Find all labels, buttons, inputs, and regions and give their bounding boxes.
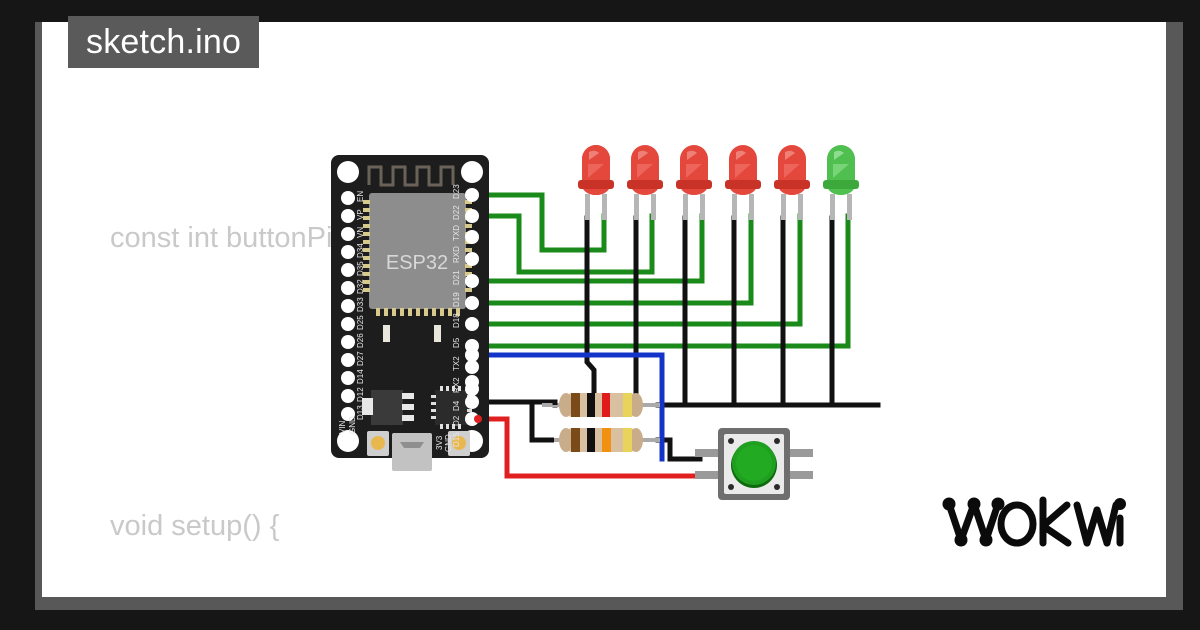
en-button[interactable]	[448, 431, 470, 456]
esp32-shield	[369, 193, 466, 309]
wire-group-power	[481, 416, 703, 479]
usb-connector	[392, 433, 432, 471]
usb-serial-chip	[431, 386, 472, 429]
wire-connection-dots	[474, 415, 482, 423]
svg-text:D12: D12	[356, 387, 365, 402]
led-2[interactable]	[627, 145, 663, 220]
svg-text:D27: D27	[356, 351, 365, 366]
svg-text:D4: D4	[452, 400, 461, 411]
svg-text:GND: GND	[348, 416, 357, 434]
svg-text:D21: D21	[452, 270, 461, 285]
svg-text:D5: D5	[452, 337, 461, 348]
led-6[interactable]	[823, 145, 859, 220]
r1-band-2	[587, 393, 595, 417]
svg-text:TXD: TXD	[452, 225, 461, 241]
pin-labels-right: D23 D22 TXD RXD D21 D19 D18 D5 TX2 RX2 D…	[435, 184, 461, 452]
r2-band-4	[623, 428, 632, 452]
wokwi-logo-mark	[942, 496, 1126, 547]
header-pins-left	[341, 191, 355, 421]
r1-band-4	[623, 393, 632, 417]
resistor-1[interactable]	[559, 393, 643, 417]
wire-group-ground	[481, 215, 881, 462]
file-tab-label: sketch.ino	[86, 22, 242, 61]
wokwi-logo-nodes	[942, 497, 1126, 547]
svg-text:3V3: 3V3	[435, 435, 444, 450]
resistor-2[interactable]	[559, 428, 643, 452]
wire-d2-signal	[481, 352, 665, 462]
wire-d22-led2	[481, 213, 655, 275]
led-1[interactable]	[578, 145, 614, 220]
r2-band-2	[587, 428, 595, 452]
header-pins-right	[465, 188, 479, 426]
wire-3v3-button	[481, 416, 703, 479]
led-5[interactable]	[774, 145, 810, 220]
svg-text:D19: D19	[452, 292, 461, 307]
svg-text:D33: D33	[356, 297, 365, 312]
r1-band-1	[571, 393, 580, 417]
boot-button[interactable]	[367, 431, 389, 456]
editor-panel: ESP32	[42, 22, 1166, 597]
esp32-board[interactable]: ESP32	[331, 155, 489, 471]
svg-text:VIN: VIN	[338, 420, 347, 434]
svg-text:VN: VN	[356, 227, 365, 238]
code-line: void setup() {	[110, 510, 280, 542]
wire-group-signal	[481, 192, 851, 349]
wire-d23-led1	[481, 192, 607, 253]
svg-text:TX2: TX2	[452, 356, 461, 371]
svg-text:D22: D22	[452, 205, 461, 220]
pushbutton[interactable]	[695, 428, 813, 500]
led-4[interactable]	[725, 145, 761, 220]
esp32-chip-label: ESP32	[386, 252, 448, 274]
svg-text:D2: D2	[452, 415, 461, 426]
svg-text:D25: D25	[356, 315, 365, 330]
svg-text:RX2: RX2	[452, 377, 461, 393]
file-tab-sketch-ino[interactable]: sketch.ino	[68, 16, 260, 68]
svg-text:GND: GND	[444, 434, 453, 452]
svg-text:RXD: RXD	[452, 246, 461, 263]
wokwi-logo	[941, 488, 1126, 555]
svg-text:D13: D13	[356, 405, 365, 420]
r1-band-3	[602, 393, 610, 417]
svg-text:D23: D23	[452, 184, 461, 199]
svg-text:D35: D35	[356, 261, 365, 276]
circuit-diagram: ESP32	[331, 145, 881, 500]
led-3[interactable]	[676, 145, 712, 220]
svg-text:D26: D26	[356, 333, 365, 348]
wire-led1-cathode	[584, 215, 597, 408]
svg-text:D14: D14	[356, 369, 365, 384]
r2-band-3	[602, 428, 611, 452]
svg-text:D32: D32	[356, 279, 365, 294]
svg-text:VP: VP	[356, 209, 365, 220]
wire-d19-led4	[481, 213, 754, 306]
wire-d21-led3	[481, 213, 705, 284]
r2-band-1	[571, 428, 580, 452]
wire-d5-led6	[481, 213, 851, 349]
pcb-antenna	[367, 165, 455, 187]
wire-group-button	[481, 352, 665, 462]
svg-text:EN: EN	[356, 191, 365, 202]
voltage-regulator	[362, 390, 414, 425]
svg-text:D15: D15	[452, 432, 461, 447]
svg-text:D34: D34	[356, 243, 365, 258]
wire-r1-branch	[529, 402, 554, 443]
svg-text:D18: D18	[452, 313, 461, 328]
pin-labels-left: EN VP VN D34 D35 D32 D33 D25 D26 D27 D14…	[338, 191, 365, 434]
